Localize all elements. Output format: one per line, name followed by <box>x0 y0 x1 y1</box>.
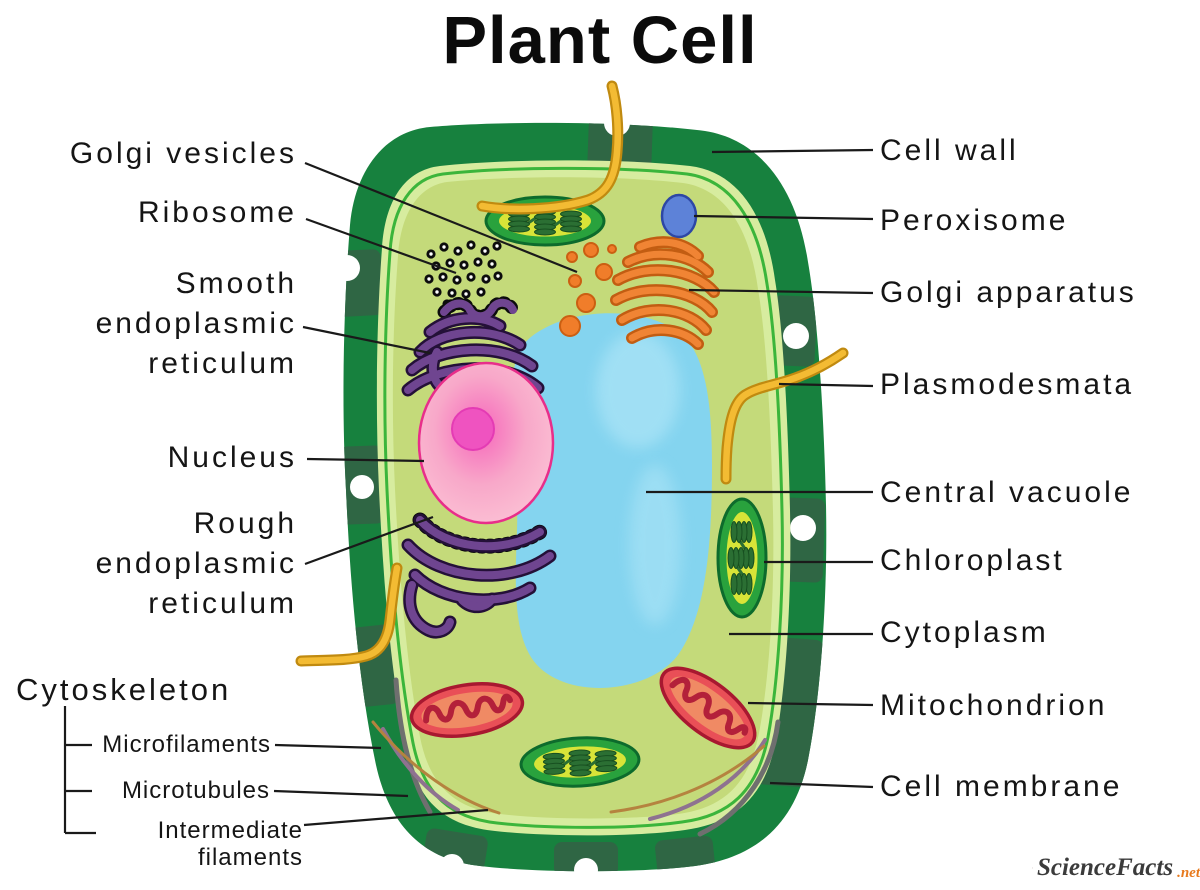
atom-icon <box>1032 867 1033 869</box>
science-facts-logo: ScienceFacts .net <box>1032 850 1200 886</box>
central-vacuole-shape <box>511 313 712 688</box>
label-chloroplast: Chloroplast <box>880 544 1065 577</box>
label-golgi-apparatus: Golgi apparatus <box>880 276 1137 309</box>
label-nucleus: Nucleus <box>167 441 297 474</box>
label-rough-er: Rough endoplasmic reticulum <box>95 507 297 620</box>
golgi-apparatus-shape <box>610 236 720 350</box>
label-peroxisome: Peroxisome <box>880 204 1069 237</box>
label-cytoplasm: Cytoplasm <box>880 616 1049 649</box>
label-cell-membrane: Cell membrane <box>880 770 1123 803</box>
label-intermediate-filaments: Intermediate filaments <box>157 817 303 871</box>
brand-name: ScienceFacts <box>1036 854 1174 881</box>
page-title: Plant Cell <box>442 3 758 78</box>
chloroplast-right-shape <box>716 497 768 619</box>
peroxisome-shape <box>660 193 698 239</box>
plasmodesmata-notches <box>334 110 816 882</box>
label-cytoskeleton: Cytoskeleton <box>16 672 232 707</box>
rough-er-shape <box>401 512 557 639</box>
leader-lines <box>273 148 874 827</box>
golgi-vesicles-shape <box>559 242 617 337</box>
label-cell-wall: Cell wall <box>880 134 1019 167</box>
label-ribosome: Ribosome <box>137 196 297 229</box>
label-microfilaments: Microfilaments <box>102 731 271 758</box>
plasmodesmata-strands <box>295 80 849 667</box>
label-microtubules: Microtubules <box>121 777 270 804</box>
nucleolus-shape <box>451 407 495 451</box>
cell-membrane-line <box>383 166 784 829</box>
label-central-vacuole: Central vacuole <box>880 476 1134 509</box>
cytoskeleton-filaments-right <box>609 719 781 837</box>
cytoskeleton-filaments-left <box>371 677 501 815</box>
label-smooth-er: Smooth endoplasmic reticulum <box>95 267 297 380</box>
cytoskeleton-bracket <box>63 706 96 835</box>
label-mitochondrion: Mitochondrion <box>880 689 1108 722</box>
label-plasmodesmata: Plasmodesmata <box>880 368 1135 401</box>
nucleus-shape <box>417 361 555 525</box>
brand-tld: .net <box>1177 865 1200 881</box>
label-golgi-vesicles: Golgi vesicles <box>69 137 297 170</box>
